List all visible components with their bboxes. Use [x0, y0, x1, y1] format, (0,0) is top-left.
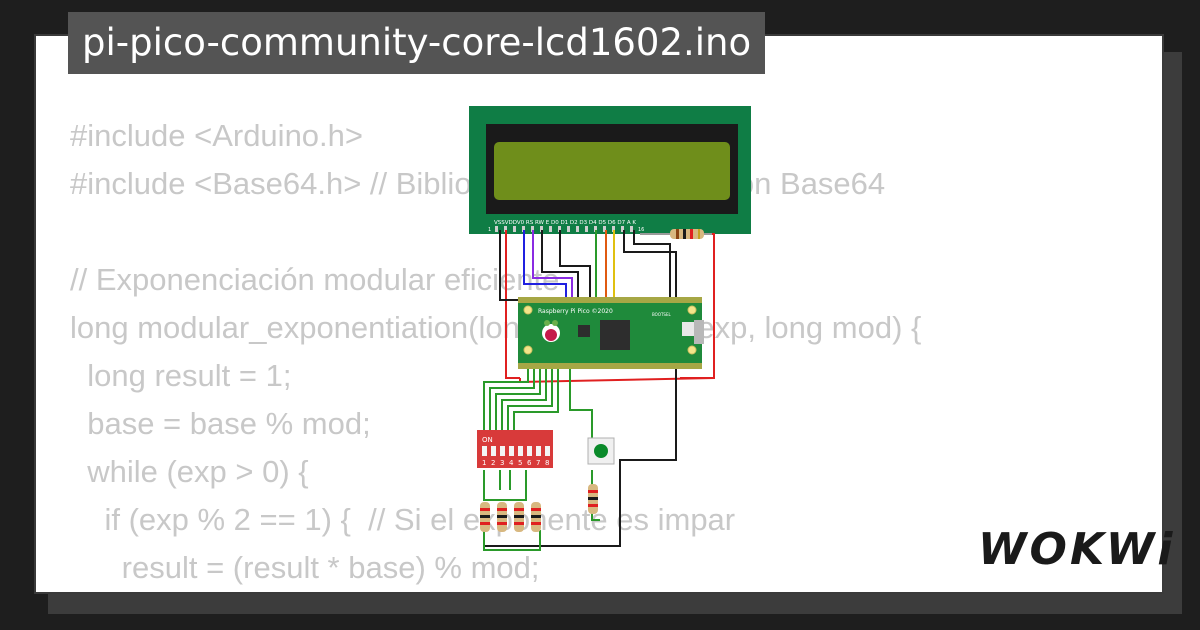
raspberry-pi-pico[interactable]: Raspberry Pi Pico ©2020 BOOTSEL [518, 297, 704, 369]
code-line: #include <Arduino.h> [70, 118, 364, 153]
flash-chip [578, 325, 590, 337]
dip-number: 2 [491, 459, 495, 467]
code-preview: #include <Arduino.h> #include <Base64.h>… [70, 112, 921, 592]
dip-number: 5 [518, 459, 522, 467]
lcd-pin-first: 1 [488, 227, 491, 233]
pulldown-resistors [480, 484, 598, 532]
lcd-pin-labels: VSSVDDV0 RS RW E D0 D1 D2 D3 D4 D5 D6 D7… [494, 220, 636, 226]
lcd-pin-header [495, 226, 633, 232]
code-line: long result = 1; [70, 358, 292, 393]
pushbutton[interactable] [587, 437, 615, 465]
code-line: while (exp > 0) { [70, 454, 309, 489]
backlight-resistor [640, 229, 712, 239]
raspberry-logo-icon [542, 320, 560, 342]
rp2040-chip [600, 320, 630, 350]
dip-number: 1 [482, 459, 486, 467]
project-title[interactable]: pi-pico-community-core-lcd1602.ino [68, 12, 766, 74]
pico-label: Raspberry Pi Pico ©2020 [538, 308, 613, 315]
code-line: base = base % mod; [70, 406, 371, 441]
dip-switch[interactable]: ON 1 2 3 4 5 6 7 8 [477, 430, 553, 468]
pico-bootsel-label: BOOTSEL [652, 312, 671, 317]
code-line: // Exponenciación modular eficiente [70, 262, 560, 297]
usb-connector [694, 320, 704, 344]
input-wires [483, 369, 677, 551]
dip-number: 3 [500, 459, 504, 467]
dip-number: 6 [527, 459, 532, 467]
wokwi-logo[interactable]: WOKWi [978, 524, 1176, 575]
lcd-screen [494, 142, 730, 200]
dip-number: 8 [545, 459, 549, 467]
lcd1602[interactable]: VSSVDDV0 RS RW E D0 D1 D2 D3 D4 D5 D6 D7… [469, 106, 751, 234]
dip-on-label: ON [482, 436, 493, 444]
bootsel-button[interactable] [682, 322, 696, 336]
dip-number: 4 [509, 459, 514, 467]
button-cap[interactable] [594, 444, 608, 458]
lcd-pin-last: 16 [638, 227, 644, 233]
code-line: if (exp % 2 == 1) { // Si el exponente e… [70, 502, 736, 537]
code-line: result = (result * base) % mod; [70, 550, 540, 585]
dip-number: 7 [536, 459, 540, 467]
